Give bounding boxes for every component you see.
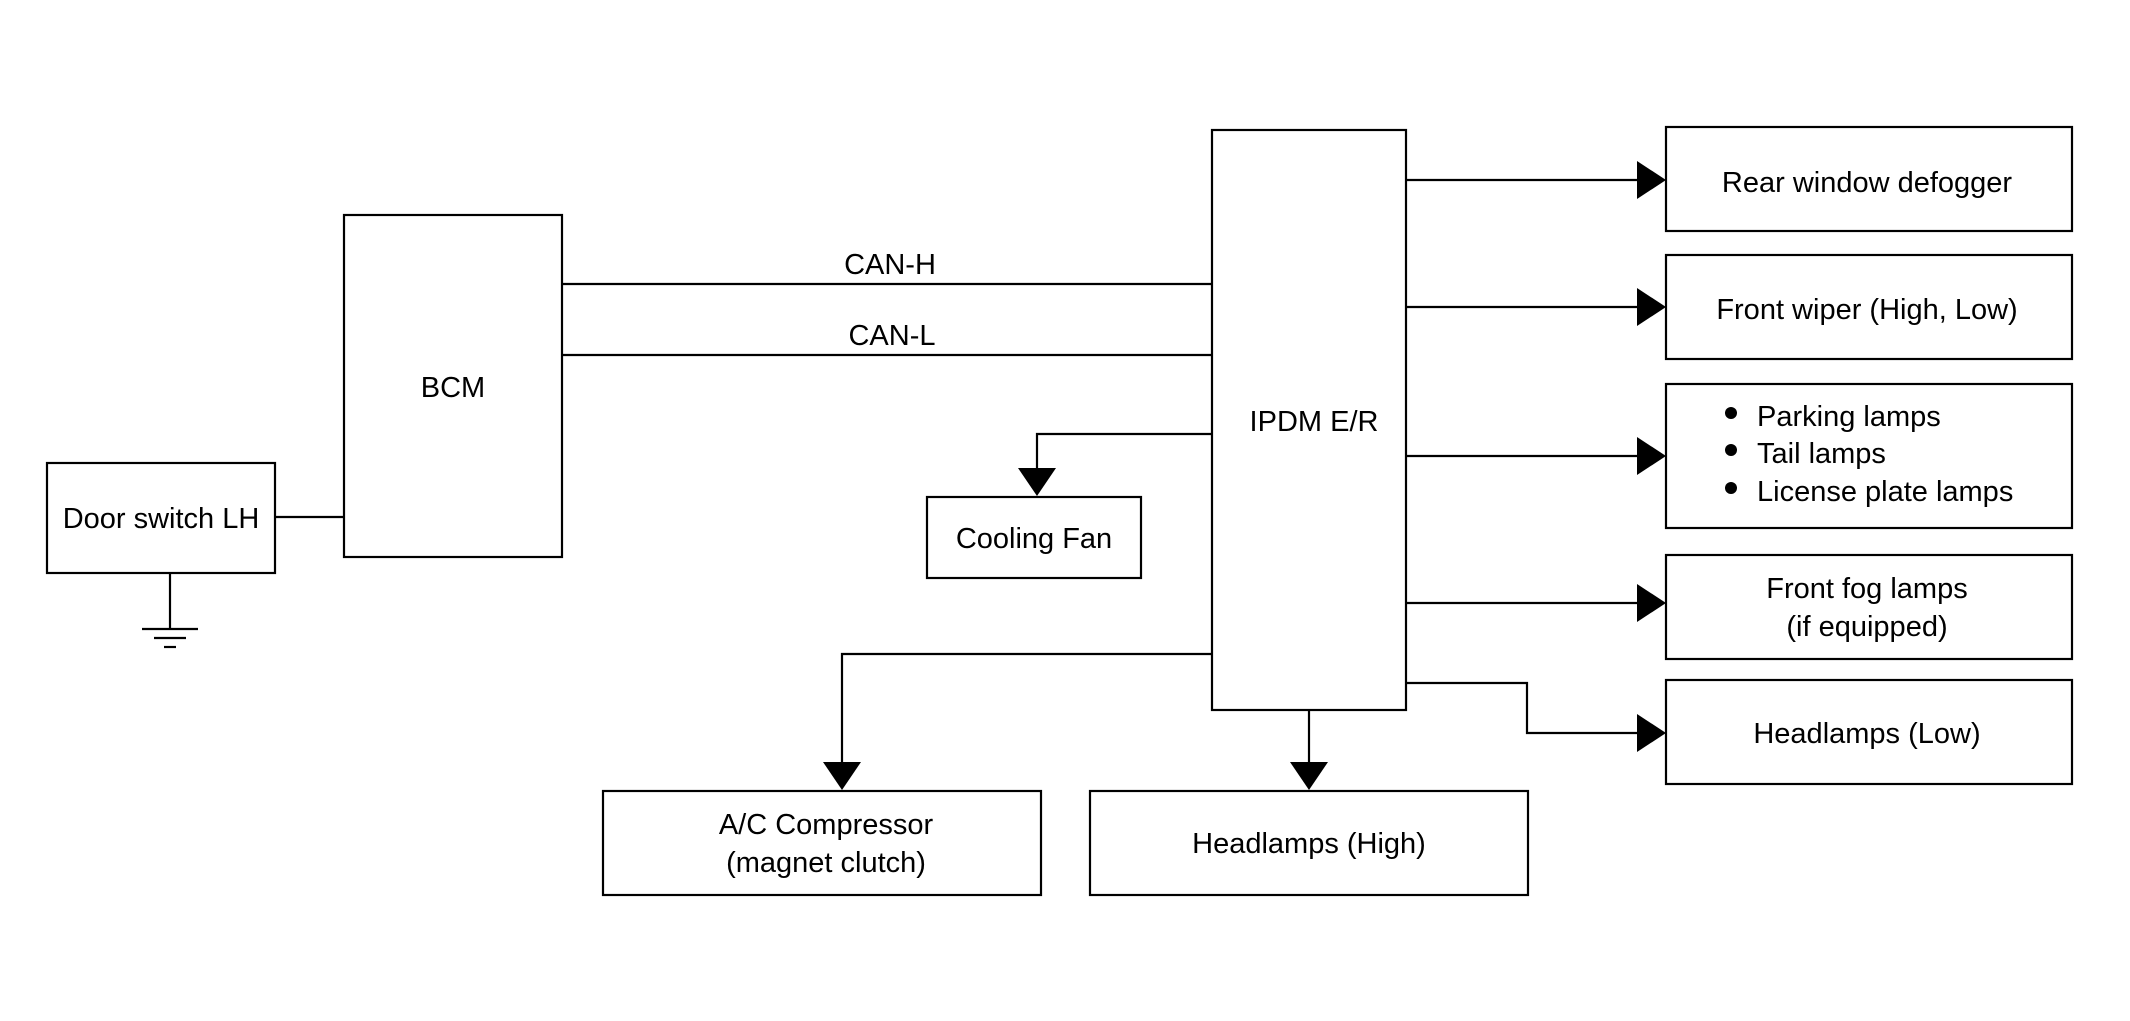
front-wiper-label: Front wiper (High, Low)	[1716, 294, 2017, 326]
can-l-label: CAN-L	[848, 320, 935, 352]
headlamps-low-block: Headlamps (Low)	[1664, 678, 2074, 786]
front-fog-block: Front fog lamps (if equipped)	[1664, 553, 2074, 661]
ac-compressor-wire	[840, 652, 1212, 764]
ipdm-label: IPDM E/R	[1250, 406, 1379, 438]
headlamps-low-label: Headlamps (Low)	[1753, 718, 1980, 750]
headlamps-low-wire	[1406, 681, 1640, 735]
ac-compressor-block: A/C Compressor (magnet clutch)	[601, 789, 1043, 897]
ipdm-block: IPDM E/R	[1210, 128, 1408, 712]
rear-defogger-block: Rear window defogger	[1664, 125, 2074, 233]
headlamps-high-label: Headlamps (High)	[1192, 828, 1426, 860]
headlamps-high-arrow	[1290, 762, 1328, 790]
bullet-icon	[1725, 482, 1737, 494]
headlamps-low-arrow	[1637, 714, 1666, 752]
front-fog-arrow	[1637, 584, 1666, 622]
ground-symbol	[142, 574, 198, 649]
rear-defogger-arrow	[1637, 161, 1666, 199]
lamps-group-block: Parking lamps Tail lamps License plate l…	[1664, 382, 2074, 530]
ac-compressor-arrow	[823, 762, 861, 790]
cooling-fan-wire	[1035, 432, 1212, 470]
can-h-label: CAN-H	[844, 249, 936, 281]
cooling-fan-label: Cooling Fan	[956, 523, 1112, 555]
door-switch-block: Door switch LH	[45, 461, 277, 575]
lamps-group-item-3: License plate lamps	[1757, 476, 2013, 508]
ac-compressor-label-line1: A/C Compressor	[719, 809, 934, 841]
door-switch-label: Door switch LH	[63, 503, 260, 535]
cooling-fan-arrow	[1018, 468, 1056, 496]
front-wiper-block: Front wiper (High, Low)	[1664, 253, 2074, 361]
front-wiper-arrow	[1637, 288, 1666, 326]
bullet-icon	[1725, 444, 1737, 456]
cooling-fan-block: Cooling Fan	[925, 495, 1143, 580]
lamps-group-item-2: Tail lamps	[1757, 438, 1886, 470]
lamps-group-arrow	[1637, 437, 1666, 475]
bcm-block: BCM	[342, 213, 564, 559]
ac-compressor-label-line2: (magnet clutch)	[726, 847, 926, 879]
bullet-icon	[1725, 407, 1737, 419]
front-fog-label-line1: Front fog lamps	[1766, 573, 1967, 605]
bcm-label: BCM	[421, 372, 485, 404]
rear-defogger-label: Rear window defogger	[1722, 167, 2013, 199]
headlamps-high-block: Headlamps (High)	[1088, 789, 1530, 897]
lamps-group-item-1: Parking lamps	[1757, 401, 1941, 433]
front-fog-label-line2: (if equipped)	[1786, 611, 1947, 643]
